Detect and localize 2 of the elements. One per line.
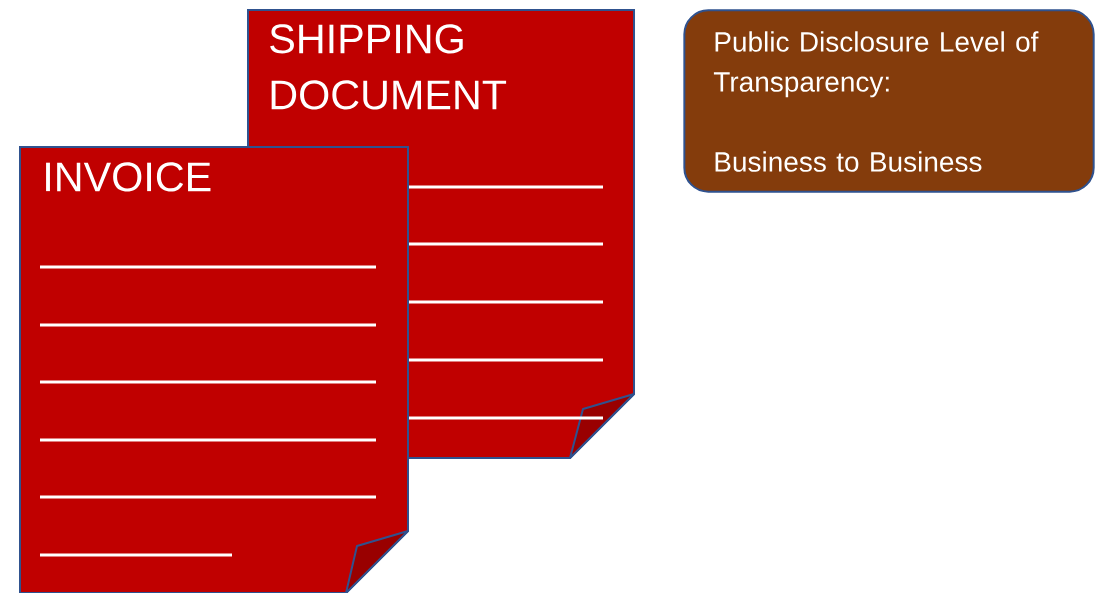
- document-page: INVOICE: [19, 146, 409, 593]
- info-card: Public Disclosure Level of Transparency: Business to Business: [683, 9, 1095, 193]
